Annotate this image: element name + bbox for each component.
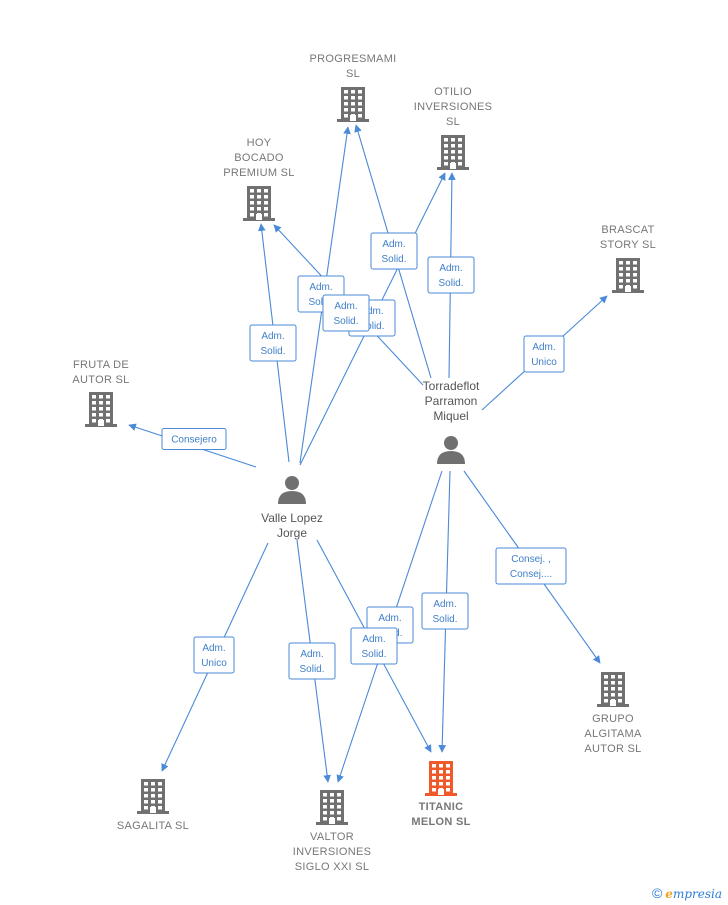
company-name-line: PREMIUM SL bbox=[223, 167, 294, 179]
edge-label-text: Adm. bbox=[360, 306, 383, 317]
company-name-line: SIGLO XXI SL bbox=[295, 861, 370, 873]
person-name-line: Torradeflot bbox=[423, 379, 480, 393]
building-icon bbox=[597, 672, 629, 707]
edge-label-text: Adm. bbox=[334, 301, 357, 312]
company-name-line: BRASCAT bbox=[601, 224, 654, 236]
edge-label-text: Adm. bbox=[532, 342, 555, 353]
company-node-sagalita[interactable]: SAGALITA SL bbox=[117, 779, 189, 832]
edge-label-torradeflot-to-hoy-bocado[interactable]: Adm. Solid. bbox=[322, 294, 370, 332]
company-node-hoy-bocado[interactable]: HOY BOCADO PREMIUM SL bbox=[223, 137, 294, 221]
edge-label-text: Solid. bbox=[359, 321, 384, 332]
edge-label-text: Solid. bbox=[260, 346, 285, 357]
person-icon bbox=[278, 476, 306, 504]
company-name-line: TITANIC bbox=[419, 801, 464, 813]
edge-label-text: Unico bbox=[201, 658, 227, 669]
copyright-symbol: © bbox=[651, 885, 663, 901]
company-node-titanic[interactable]: TITANIC MELON SL bbox=[411, 761, 470, 828]
company-name-line: AUTOR SL bbox=[72, 374, 129, 386]
company-name-line: SAGALITA SL bbox=[117, 820, 189, 832]
edge-label-text: Solid. bbox=[381, 254, 406, 265]
edge-label-text: Adm. bbox=[261, 331, 284, 342]
edge-label-text: Solid. bbox=[432, 614, 457, 625]
edge-label-torradeflot-to-otilio[interactable]: Adm. Solid. bbox=[427, 256, 475, 294]
building-icon bbox=[243, 186, 275, 221]
company-node-valtor[interactable]: VALTOR INVERSIONES SIGLO XXI SL bbox=[293, 790, 372, 873]
edge-label-text: Consej. , bbox=[511, 554, 550, 565]
company-name-line: INVERSIONES bbox=[414, 101, 493, 113]
person-name-line: Parramon bbox=[425, 394, 478, 408]
company-node-otilio[interactable]: OTILIO INVERSIONES SL bbox=[414, 86, 493, 170]
building-icon bbox=[612, 258, 644, 293]
edge-label-text: Adm. bbox=[378, 613, 401, 624]
edge-label-text: Consej.... bbox=[510, 569, 552, 580]
edge-label-text: Solid. bbox=[438, 278, 463, 289]
company-node-brascat[interactable]: BRASCAT STORY SL bbox=[600, 224, 656, 293]
edge-labels-layer: Adm.Solid.Adm.Solid.Adm.Solid.ConsejeroA… bbox=[161, 232, 567, 680]
company-name-line: BOCADO bbox=[234, 152, 284, 164]
edges-layer bbox=[128, 124, 608, 783]
building-icon bbox=[137, 779, 169, 814]
edge-label-valle-to-fruta[interactable]: Consejero bbox=[161, 428, 227, 450]
company-name-line: FRUTA DE bbox=[73, 359, 129, 371]
building-icon bbox=[337, 87, 369, 122]
company-name-line: SL bbox=[346, 68, 360, 80]
nodes-layer: PROGRESMAMI SL OTILIO INVERSIONES SL HOY BOCAD… bbox=[72, 53, 656, 873]
edge-label-torradeflot-to-titanic[interactable]: Adm. Solid. bbox=[421, 592, 469, 630]
edge-label-text: Adm. bbox=[439, 263, 462, 274]
edge-label-valle-to-valtor[interactable]: Adm. Solid. bbox=[288, 642, 336, 680]
person-name-line: Valle Lopez bbox=[261, 511, 323, 525]
edge-label-torradeflot-to-grupo[interactable]: Consej. , Consej.... bbox=[495, 547, 567, 585]
company-name-line: SL bbox=[446, 116, 460, 128]
edge-label-text: Adm. bbox=[309, 282, 332, 293]
person-name-line: Miquel bbox=[433, 409, 468, 423]
person-name-line: Jorge bbox=[277, 526, 307, 540]
company-name-line: GRUPO bbox=[592, 713, 634, 725]
edge-label-text: Solid. bbox=[361, 649, 386, 660]
company-node-progresmami[interactable]: PROGRESMAMI SL bbox=[309, 53, 396, 122]
edge-label-torradeflot-to-progresmami[interactable]: Adm. Solid. bbox=[370, 232, 418, 270]
company-name-line: STORY SL bbox=[600, 239, 656, 251]
company-node-grupo[interactable]: GRUPO ALGITAMA AUTOR SL bbox=[584, 672, 642, 755]
company-name-line: AUTOR SL bbox=[584, 743, 641, 755]
company-name-line: VALTOR bbox=[310, 831, 354, 843]
company-name-line: MELON SL bbox=[411, 816, 470, 828]
edge-label-text: Solid. bbox=[299, 664, 324, 675]
company-name-line: HOY bbox=[247, 137, 272, 149]
company-node-fruta[interactable]: FRUTA DE AUTOR SL bbox=[72, 359, 129, 427]
edge-label-text: Solid. bbox=[308, 297, 333, 308]
building-icon bbox=[437, 135, 469, 170]
brand-logo-text: mpresia bbox=[672, 887, 722, 901]
edge-label-text: Adm. bbox=[382, 239, 405, 250]
person-icon bbox=[437, 436, 465, 464]
empresia-brand[interactable]: ©empresia bbox=[652, 885, 722, 901]
edge-label-text: Adm. bbox=[300, 649, 323, 660]
edge-label-torradeflot-to-valtor[interactable]: Adm. Solid. bbox=[350, 627, 398, 665]
focus-building-icon bbox=[425, 761, 457, 796]
building-icon bbox=[85, 392, 117, 427]
company-name-line: OTILIO bbox=[434, 86, 472, 98]
edge-label-text: Adm. bbox=[202, 643, 225, 654]
company-name-line: PROGRESMAMI bbox=[309, 53, 396, 65]
edge-label-text: Unico bbox=[531, 357, 557, 368]
edge-label-torradeflot-to-brascat[interactable]: Adm. Unico bbox=[523, 335, 565, 373]
building-icon bbox=[316, 790, 348, 825]
company-name-line: ALGITAMA bbox=[584, 728, 642, 740]
company-name-line: INVERSIONES bbox=[293, 846, 372, 858]
edge-label-text: Adm. bbox=[362, 634, 385, 645]
edge-label-text: Adm. bbox=[433, 599, 456, 610]
edge-label-text: Solid. bbox=[333, 316, 358, 327]
edge-label-text: Consejero bbox=[171, 435, 217, 446]
edge-label-valle-to-sagalita[interactable]: Adm. Unico bbox=[193, 636, 235, 674]
edge-label-valle-to-hoy-bocado[interactable]: Adm. Solid. bbox=[249, 324, 297, 362]
brand-logo-e: e bbox=[665, 887, 673, 901]
